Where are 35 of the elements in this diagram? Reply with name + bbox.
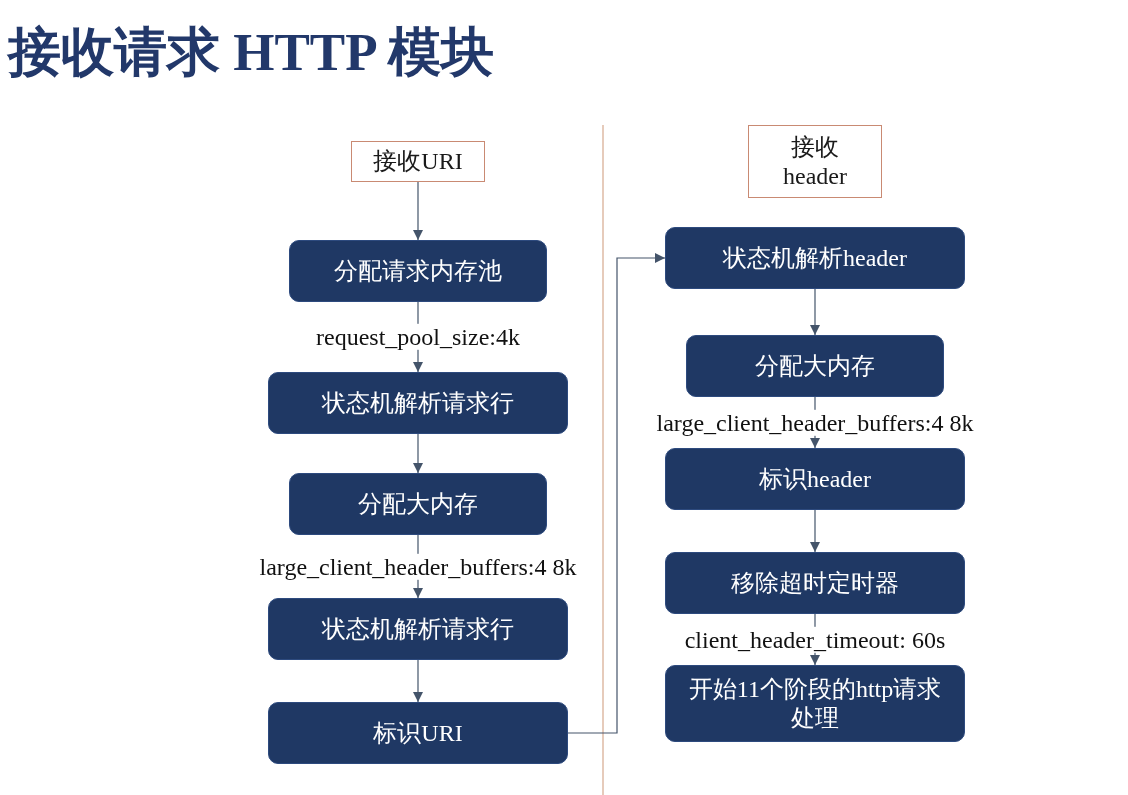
node-label: 标识URI [373,718,463,748]
arrow [413,433,423,474]
node-label: 分配大内存 [755,351,875,381]
outlined-box [351,141,485,182]
node-label: 分配大内存 [358,489,478,519]
edge-label: request_pool_size:4k [314,323,522,351]
node-label: 接收URI [373,147,463,176]
process-box [289,473,547,535]
process-box [665,448,965,510]
process-box [665,552,965,614]
edge-label: large_client_header_buffers:4 8k [257,553,579,580]
process-box [665,665,965,742]
node-label: 状态机解析header [723,243,907,273]
process-box [268,702,568,764]
arrow [810,288,820,336]
arrow [413,659,423,703]
arrow [567,253,666,734]
node-label: 标识header [759,464,871,494]
node-label: 开始11个阶段的http请求处理 [687,674,943,733]
node-label: 状态机解析请求行 [322,388,514,418]
node-label: 移除超时定时器 [731,568,899,598]
process-box [268,372,568,434]
process-box [289,240,547,302]
arrow [810,509,820,553]
outlined-box [748,125,882,198]
node-label: 分配请求内存池 [334,256,502,286]
edge-label: large_client_header_buffers:4 8k [654,409,976,436]
process-box [268,598,568,660]
arrow [413,181,423,241]
title: 接收请求 HTTP 模块 [8,22,494,83]
process-box [686,335,944,397]
process-box [665,227,965,289]
node-label: 接收header [782,132,848,191]
edge-label: client_header_timeout: 60s [682,626,948,653]
node-label: 状态机解析请求行 [322,614,514,644]
